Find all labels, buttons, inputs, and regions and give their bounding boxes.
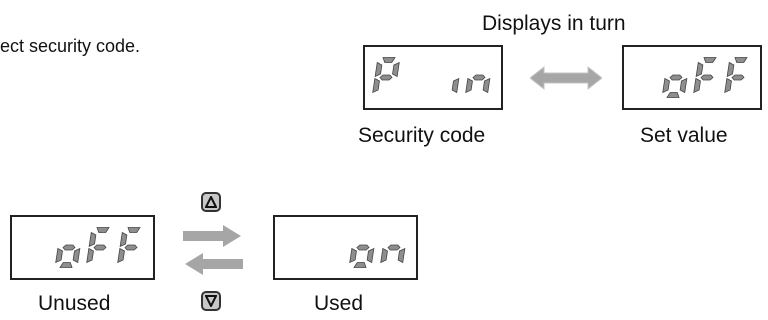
segment-a [382,57,396,63]
segment-c [397,247,406,264]
digit-o [662,74,688,98]
segment-e [55,247,63,264]
digit-o [55,244,81,268]
segment-g [93,244,107,251]
segment-c [679,77,688,94]
security-code-display [363,45,503,110]
segment-f [88,231,97,248]
digit-F [86,227,110,264]
segment-e [86,247,94,264]
segment-g [356,244,370,251]
left-arrow-icon [185,253,243,275]
segment-d [353,262,367,268]
up-key[interactable] [201,192,221,212]
down-key[interactable] [201,291,221,311]
seven-segment-digits [349,244,406,268]
unused-label: Unused [38,292,111,315]
digit-F [117,227,141,264]
alternate-arrow-icon [530,65,602,91]
digit-n [380,244,406,264]
digit-i [451,77,460,94]
segment-e [662,77,670,94]
digit-o [349,244,375,268]
segment-f [695,61,704,78]
segment-a [703,57,717,63]
segment-d [666,92,680,98]
segment-f [374,61,383,78]
segment-e [465,77,473,94]
segment-e [372,77,380,94]
segment-a [127,227,141,233]
seven-segment-digits [55,227,141,268]
down-triangle-icon [205,295,217,307]
segment-f [726,61,735,78]
segment-c [72,247,81,264]
set-value-label: Set value [640,124,728,147]
segment-e [693,77,701,94]
segment-c [366,247,375,264]
segment-g [669,74,683,81]
digit-F [693,57,717,94]
used-display [273,215,418,280]
seven-segment-digits [662,57,748,98]
digit-P [372,57,400,94]
segment-f [119,231,128,248]
unused-display [10,215,155,280]
segment-a [96,227,110,233]
segment-g [387,244,401,251]
segment-c [451,77,460,94]
digit-F [724,57,748,94]
segment-c [482,77,491,94]
segment-e [117,247,125,264]
segment-e [380,247,388,264]
up-triangle-icon [205,196,217,208]
intro-text: ect security code. [0,36,141,56]
segment-g [472,74,486,81]
segment-g [62,244,76,251]
seven-segment-digits [372,57,491,94]
used-label: Used [314,292,364,315]
segment-e [349,247,357,264]
segment-b [392,61,400,78]
right-arrow-icon [183,225,241,247]
segment-g [700,74,714,81]
security-code-label: Security code [358,124,486,147]
set-value-display [622,45,762,110]
segment-a [734,57,748,63]
digit-n [465,74,491,94]
segment-g [731,74,745,81]
alternate-caption: Displays in turn [482,12,626,35]
segment-g [379,74,393,81]
segment-e [724,77,732,94]
segment-d [59,262,73,268]
segment-g [124,244,138,251]
